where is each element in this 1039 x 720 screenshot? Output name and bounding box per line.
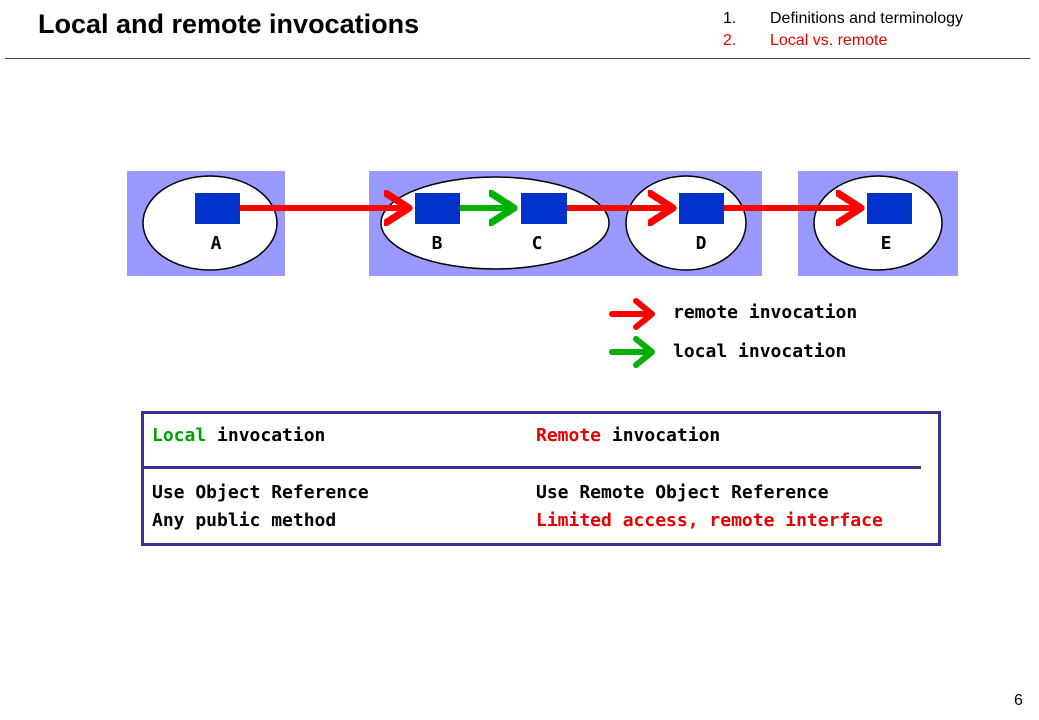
legend-local-label: local invocation: [673, 341, 847, 362]
object-a: [195, 193, 240, 224]
local-header-rest: invocation: [206, 425, 326, 446]
local-header-keyword: Local: [152, 425, 207, 446]
remote-row-2: Limited access, remote interface: [536, 510, 883, 531]
title-divider: [5, 58, 1030, 59]
remote-header-keyword: Remote: [536, 425, 602, 446]
object-d: [679, 193, 724, 224]
page-number: 6: [1014, 692, 1023, 709]
outline-number: 2.: [723, 32, 737, 49]
object-c: [521, 193, 567, 224]
object-label-c: C: [532, 233, 543, 254]
local-header: Local invocation: [152, 425, 325, 446]
remote-row-1: Use Remote Object Reference: [536, 482, 829, 503]
remote-header-rest: invocation: [601, 425, 721, 446]
local-row-1: Use Object Reference: [152, 482, 369, 503]
table-divider: [144, 466, 921, 469]
object-label-e: E: [881, 233, 892, 254]
local-arrow-legend-icon: [609, 336, 655, 368]
outline-item-definitions: 1. Definitions and terminology: [723, 8, 963, 30]
outline-number: 1.: [723, 10, 737, 27]
object-b: [415, 193, 460, 224]
object-e: [867, 193, 912, 224]
remote-arrow-legend-icon: [609, 298, 655, 330]
local-row-2: Any public method: [152, 510, 337, 531]
slide-title: Local and remote invocations: [38, 9, 420, 39]
remote-header: Remote invocation: [536, 425, 720, 446]
object-label-b: B: [432, 233, 443, 254]
object-label-a: A: [211, 233, 222, 254]
slide-outline: 1. Definitions and terminology 2. Local vs…: [723, 8, 963, 52]
object-label-d: D: [696, 233, 707, 254]
comparison-table: Local invocation Remote invocation Use O…: [141, 411, 941, 546]
legend-remote-label: remote invocation: [673, 302, 858, 323]
outline-text: Local vs. remote: [770, 32, 888, 49]
outline-item-local-vs-remote: 2. Local vs. remote: [723, 30, 963, 52]
outline-text: Definitions and terminology: [770, 10, 963, 27]
